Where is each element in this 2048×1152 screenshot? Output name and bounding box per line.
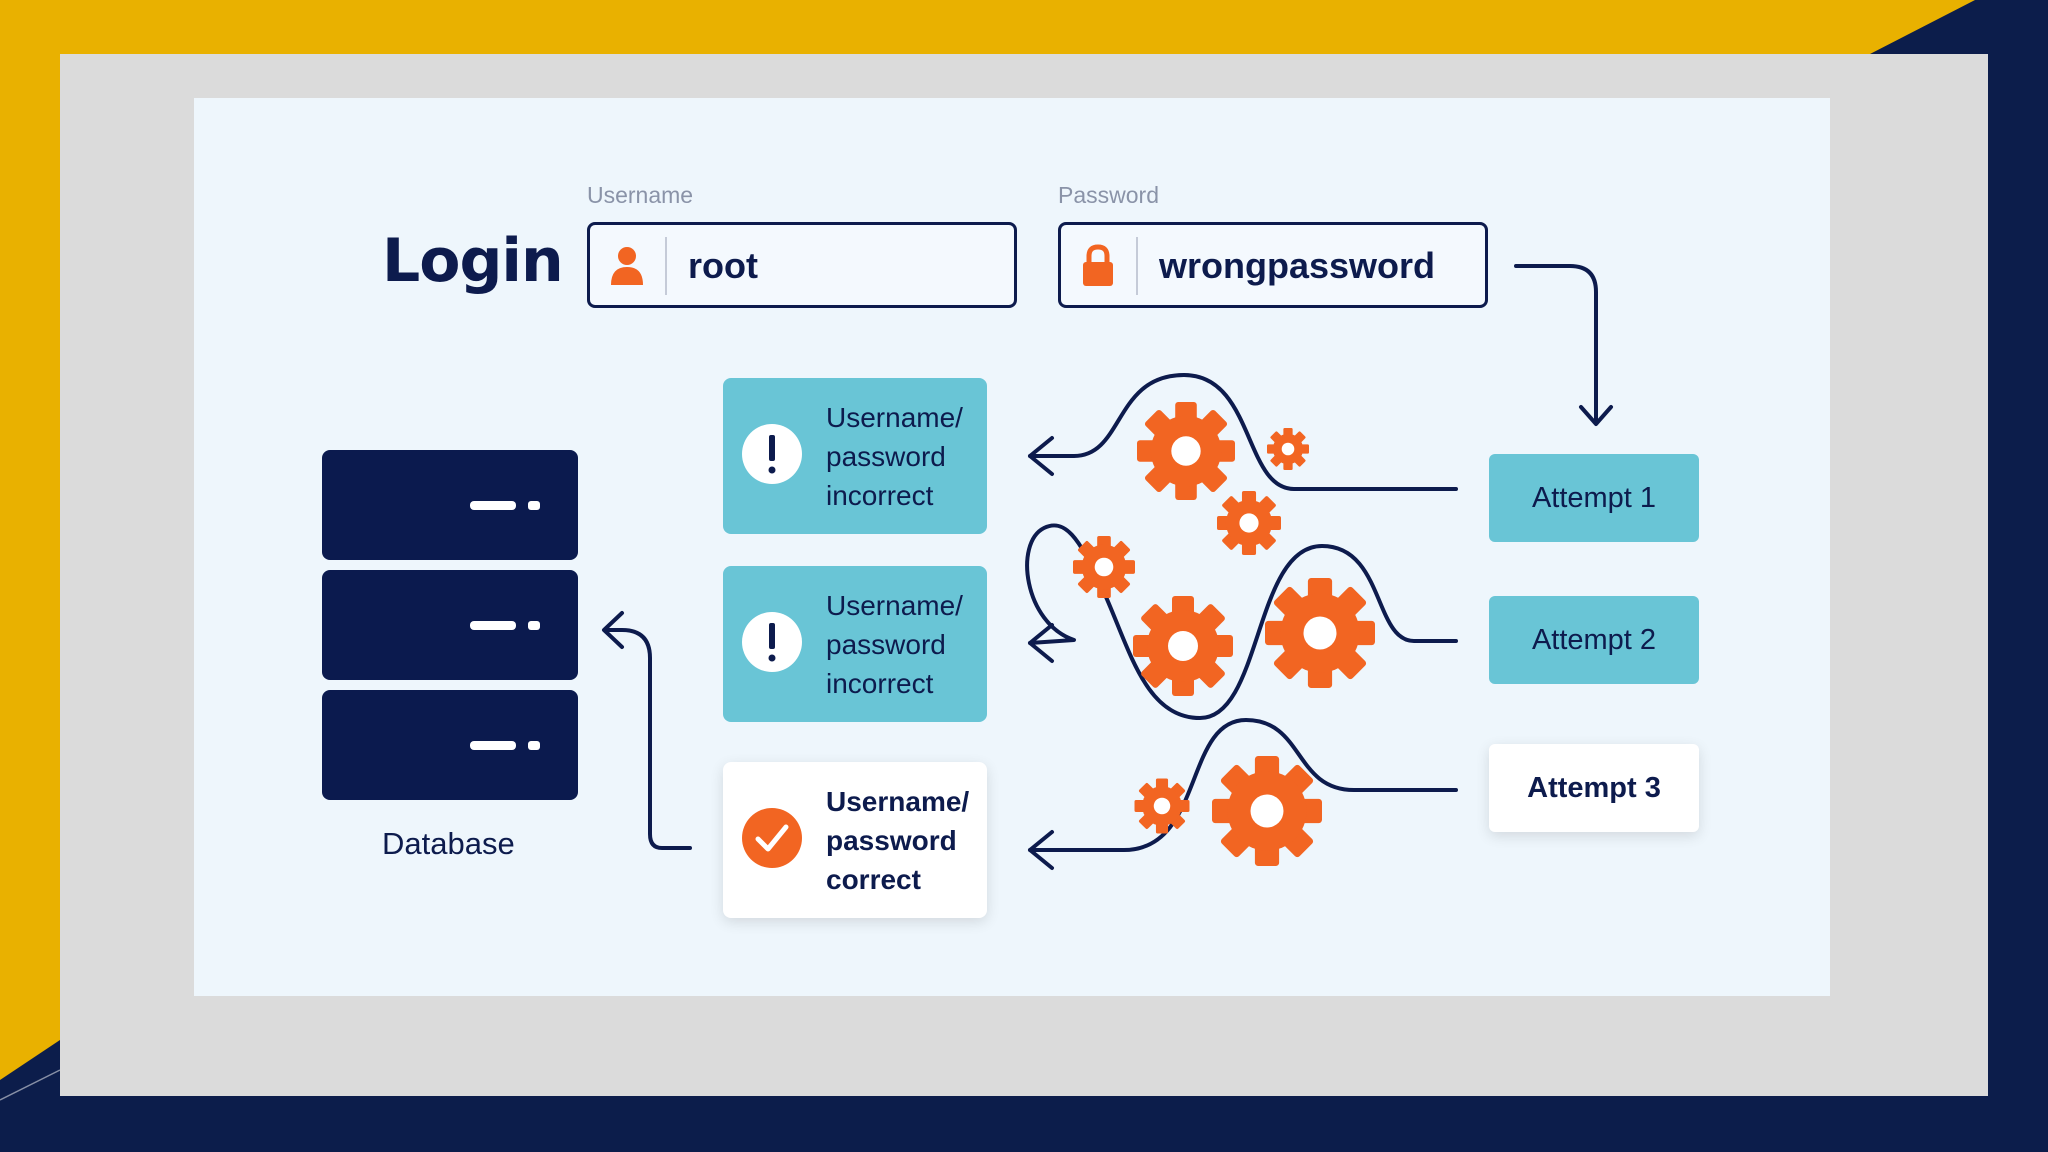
database-server-block (322, 690, 578, 800)
gear-icon (1134, 778, 1190, 834)
arrowhead-to-database (602, 611, 624, 649)
password-value: wrongpassword (1159, 245, 1436, 286)
result-text: Username/ password incorrect (826, 590, 963, 699)
result-box-incorrect: Username/ password incorrect (723, 378, 987, 534)
arrowhead-left-1 (1028, 436, 1054, 476)
connector-attempt1 (1028, 373, 1458, 491)
checkmark-icon (742, 808, 802, 868)
gear-icons (1073, 402, 1375, 866)
result-text: Username/ password correct (826, 786, 970, 895)
login-title: Login (382, 226, 564, 296)
password-label: Password (1058, 182, 1159, 208)
connector-password-to-attempt1 (1514, 264, 1598, 424)
password-field[interactable]: wrongpassword (1058, 222, 1488, 308)
gear-icon (1133, 596, 1233, 696)
attempt-3: Attempt 3 (1489, 744, 1699, 832)
username-label: Username (587, 182, 694, 208)
result-box-correct: Username/ password correct (723, 762, 987, 918)
connector-result-to-database (604, 628, 692, 850)
field-separator (665, 237, 667, 295)
field-separator (1136, 237, 1138, 295)
result-box-incorrect: Username/ password incorrect (723, 566, 987, 722)
exclamation-icon (742, 612, 802, 672)
arrowhead-left-3 (1028, 830, 1054, 870)
diagram-card: Login Username root Password wrongpasswo… (194, 98, 1830, 996)
user-icon (611, 247, 643, 285)
arrowhead-down (1579, 405, 1613, 426)
arrowhead-left-2 (1028, 623, 1054, 663)
gear-icon (1137, 402, 1235, 500)
exclamation-icon (742, 424, 802, 484)
database-server-block (322, 570, 578, 680)
gear-icon (1073, 536, 1135, 598)
database-label: Database (382, 826, 515, 861)
flow-connectors (602, 264, 1613, 870)
result-text: Username/ password incorrect (826, 402, 963, 511)
connector-attempt2 (1025, 523, 1458, 720)
username-value: root (688, 245, 758, 286)
lock-icon (1083, 244, 1113, 286)
gear-icon (1217, 491, 1281, 555)
gear-icon (1265, 578, 1375, 688)
gear-icon (1212, 756, 1322, 866)
database-server-block (322, 450, 578, 560)
gear-icon (1267, 428, 1309, 470)
attempt-1: Attempt 1 (1489, 454, 1699, 542)
attempt-2: Attempt 2 (1489, 596, 1699, 684)
username-field[interactable]: root (587, 222, 1017, 308)
